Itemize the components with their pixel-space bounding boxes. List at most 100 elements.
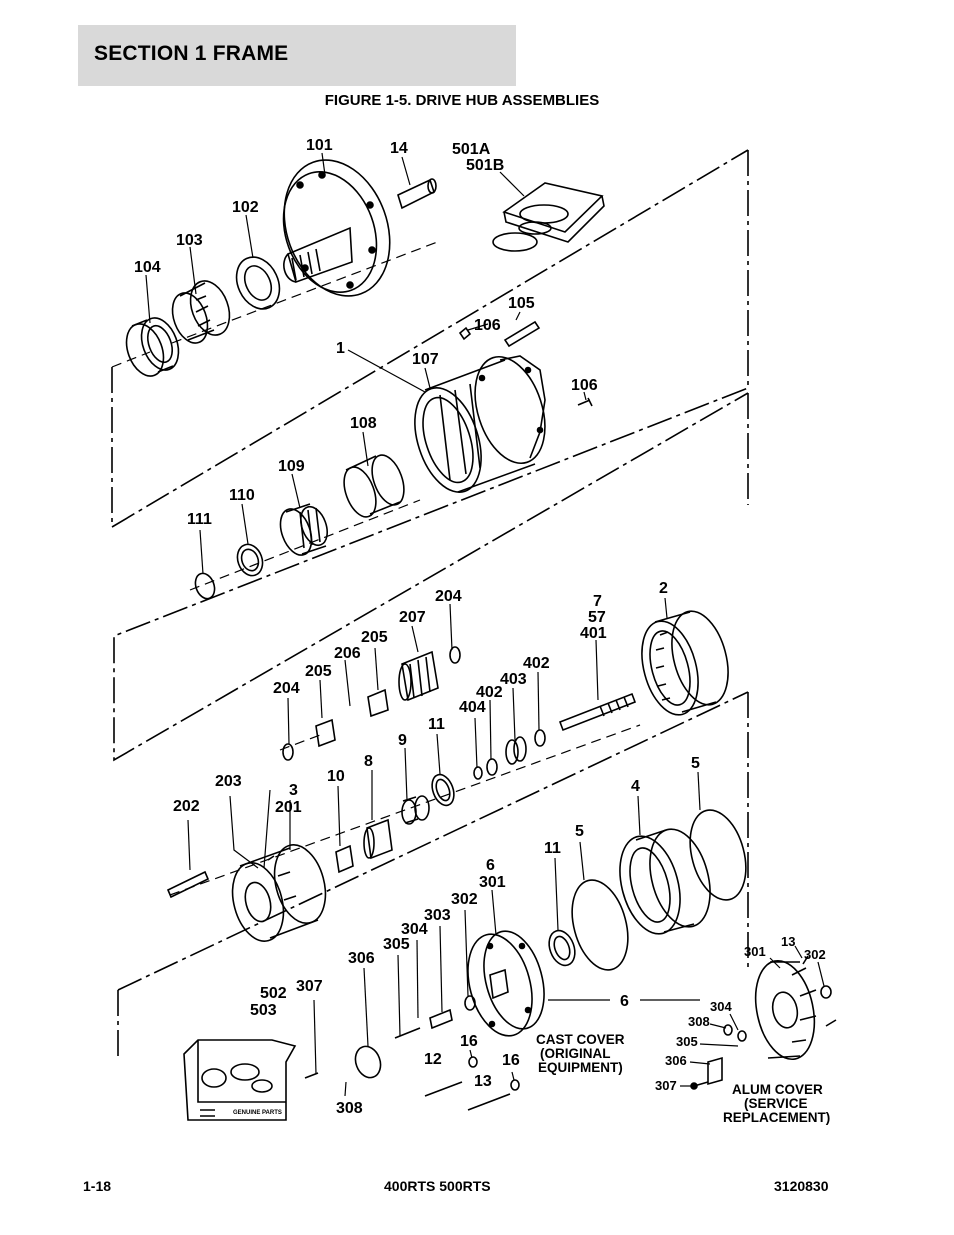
callout-308a: 308 <box>336 1100 363 1117</box>
hub-107-drawing <box>414 355 546 493</box>
alum-cover-note-line-2: (SERVICE <box>744 1096 808 1111</box>
callout-304b: 304 <box>710 999 732 1014</box>
callout-205a: 205 <box>361 629 388 646</box>
callout-105: 105 <box>508 295 535 312</box>
thrust-washer-11b-drawing <box>548 929 576 967</box>
footer-page-number: 1-18 <box>83 1178 112 1194</box>
callout-101: 101 <box>306 137 333 154</box>
callout-6b: 6 <box>620 993 629 1010</box>
footer-doc-number: 3120830 <box>774 1178 829 1194</box>
o-ring-5-drawing <box>571 809 747 971</box>
retaining-ring-111-drawing <box>194 572 216 600</box>
sun-gear-9-drawing <box>401 795 430 825</box>
callout-5a: 5 <box>575 823 584 840</box>
bolts-12-13-16-drawing <box>304 1056 520 1111</box>
cast-cover-6-drawing <box>467 930 545 1037</box>
callout-4: 4 <box>631 778 640 795</box>
callout-204b: 204 <box>273 680 300 697</box>
callout-303: 303 <box>424 907 451 924</box>
spacer-stack-402-404-drawing <box>473 729 546 780</box>
callout-13a: 13 <box>474 1073 492 1090</box>
callout-107: 107 <box>412 351 439 368</box>
callout-501a: 501A <box>452 141 491 158</box>
callout-503: 503 <box>250 1002 277 1019</box>
callout-301a: 301 <box>479 874 506 891</box>
leader-lines <box>145 152 825 1097</box>
callout-12: 12 <box>424 1051 442 1068</box>
callout-305b: 305 <box>676 1034 698 1049</box>
gear-8-drawing <box>363 818 393 860</box>
callout-502: 502 <box>260 985 287 1002</box>
gear-10-drawing <box>335 844 354 874</box>
ring-gear-2-drawing <box>641 610 729 716</box>
alum-cover-note-line-1: ALUM COVER <box>732 1082 823 1097</box>
callout-402b: 402 <box>476 684 503 701</box>
drive-shaft-14-drawing <box>397 178 437 210</box>
callout-108: 108 <box>350 415 377 432</box>
pin-202-drawing <box>166 870 210 899</box>
cover-parts-302-306-drawing <box>354 995 476 1079</box>
footer-model: 400RTS 500RTS <box>384 1178 491 1194</box>
callout-307b: 307 <box>655 1078 677 1093</box>
thrust-washer-11-drawing <box>431 773 455 807</box>
callout-404: 404 <box>459 699 486 716</box>
callout-205b: 205 <box>305 663 332 680</box>
callout-labels: 101 14 501A 501B 102 103 104 105 106 1 1… <box>134 137 830 1125</box>
shim-110-drawing <box>236 543 264 577</box>
callout-306a: 306 <box>348 950 375 967</box>
section-title: SECTION 1 FRAME <box>94 42 289 65</box>
bearing-cone-103-drawing <box>171 280 231 344</box>
callout-202: 202 <box>173 798 200 815</box>
input-shaft-401-drawing <box>558 692 637 732</box>
callout-304a: 304 <box>401 921 428 938</box>
callout-8: 8 <box>364 753 373 770</box>
callout-306b: 306 <box>665 1053 687 1068</box>
callout-402a: 402 <box>523 655 550 672</box>
callout-401: 401 <box>580 625 607 642</box>
callout-201: 201 <box>275 799 302 816</box>
callout-204a: 204 <box>435 588 462 605</box>
callout-104: 104 <box>134 259 161 276</box>
cast-cover-note-line-2: (ORIGINAL <box>540 1046 611 1061</box>
group-bracket-lines <box>111 149 749 1056</box>
callout-14: 14 <box>390 140 408 157</box>
callout-106a: 106 <box>474 317 501 334</box>
callout-103: 103 <box>176 232 203 249</box>
ring-gear-4-drawing <box>619 828 711 935</box>
callout-305a: 305 <box>383 936 410 953</box>
seal-kit-501-drawing <box>492 182 605 252</box>
callout-13b: 13 <box>781 934 795 949</box>
thrust-washer-204-drawing <box>282 646 461 761</box>
callout-110: 110 <box>229 487 255 504</box>
planet-gear-205-drawing <box>315 688 389 748</box>
cast-cover-note-line-3: EQUIPMENT) <box>538 1060 623 1075</box>
callout-16b: 16 <box>502 1052 520 1069</box>
callout-307a: 307 <box>296 978 323 995</box>
callout-206: 206 <box>334 645 361 662</box>
figure-title: FIGURE 1-5. DRIVE HUB ASSEMBLIES <box>324 92 600 109</box>
seal-kit-box-502-drawing <box>183 1039 297 1121</box>
callout-203: 203 <box>215 773 242 790</box>
callout-501b: 501B <box>466 157 504 174</box>
bearing-cup-104-drawing <box>125 317 180 377</box>
callout-302b: 302 <box>804 947 826 962</box>
spindle-101-drawing <box>282 159 391 297</box>
callout-16a: 16 <box>460 1033 478 1050</box>
callout-301b: 301 <box>744 944 766 959</box>
callout-7: 7 <box>593 593 602 610</box>
callout-5b: 5 <box>691 755 700 772</box>
section-header-band: SECTION 1 FRAME <box>78 25 516 86</box>
cast-cover-note-line-1: CAST COVER <box>536 1032 625 1047</box>
bearing-cone-109-drawing <box>279 503 328 556</box>
callout-207: 207 <box>399 609 426 626</box>
callout-11a: 11 <box>428 716 445 733</box>
callout-109: 109 <box>278 458 305 475</box>
callout-10: 10 <box>327 768 345 785</box>
alum-cover-note-line-3: REPLACEMENT) <box>723 1110 830 1125</box>
kit-box-brand-text: GENUINE PARTS <box>233 1110 282 1116</box>
alum-cover-301-drawing <box>754 955 837 1061</box>
stud-105-drawing <box>503 320 541 348</box>
callout-2: 2 <box>659 580 668 597</box>
callout-111: 111 <box>187 511 212 528</box>
callout-11b: 11 <box>544 840 561 857</box>
